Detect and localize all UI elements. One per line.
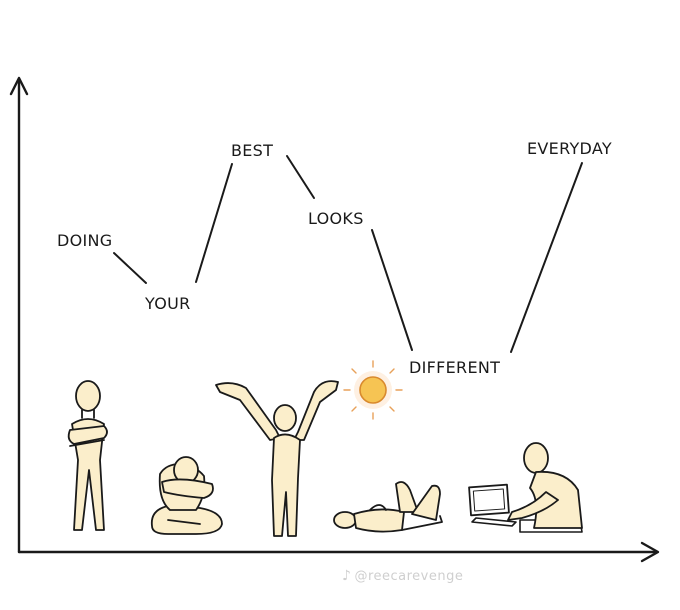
word-looks: LOOKS	[308, 209, 364, 228]
watermark: ♪@reecarevenge	[342, 568, 463, 584]
standing-arms-crossed-figure-icon	[67, 380, 108, 531]
word-different: DIFFERENT	[409, 358, 501, 377]
line-looks-different	[371, 229, 413, 351]
word-doing: DOING	[57, 231, 113, 250]
line-doing-your	[113, 252, 147, 284]
tiktok-icon: ♪	[342, 568, 352, 584]
y-axis-arrow	[9, 76, 29, 96]
line-best-looks	[286, 155, 315, 199]
word-your: YOUR	[145, 294, 191, 313]
word-best: BEST	[231, 141, 274, 160]
axes	[9, 76, 660, 563]
watermark-handle: @reecarevenge	[354, 569, 464, 584]
sun-icon	[343, 360, 403, 420]
journey-lines	[113, 155, 583, 353]
line-different-everyday	[510, 162, 583, 353]
line-your-best	[195, 163, 233, 283]
lying-down-figure-icon	[333, 481, 443, 533]
arms-raised-figure-icon	[215, 380, 339, 537]
word-everyday: EVERYDAY	[527, 139, 612, 158]
x-axis-arrow	[640, 541, 660, 563]
sitting-hugging-knees-figure-icon	[150, 456, 223, 535]
laptop-working-figure-icon	[468, 442, 583, 533]
